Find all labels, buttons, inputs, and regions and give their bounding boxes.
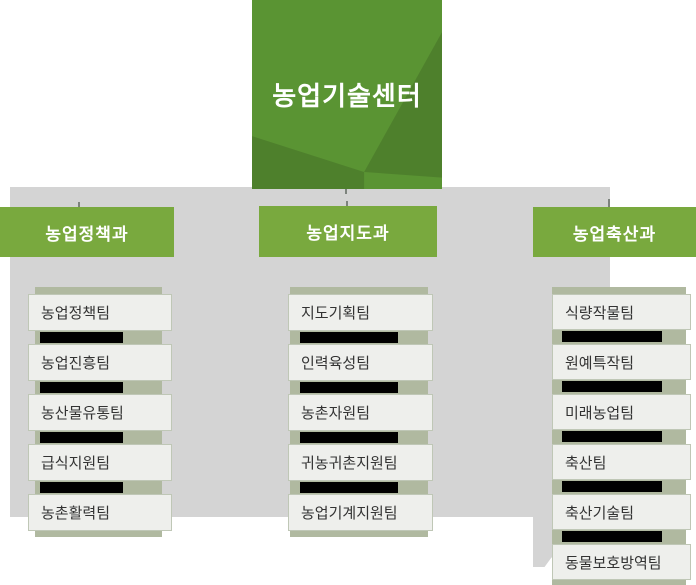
connector-stub [78, 202, 80, 207]
team-gap [288, 431, 433, 444]
redaction-bar [300, 382, 398, 393]
team-label: 귀농귀촌지원팀 [301, 455, 398, 472]
team-gap [28, 431, 172, 444]
redaction-bar [562, 381, 662, 392]
dept-name: 농업정책과 [45, 224, 129, 244]
team-box: 농업정책팀 [28, 294, 172, 331]
org-root-title: 농업기술센터 [272, 81, 422, 111]
team-box: 귀농귀촌지원팀 [288, 444, 433, 481]
team-gap [288, 481, 433, 494]
dept-name: 농업지도과 [306, 224, 390, 243]
redaction-bar [40, 382, 123, 393]
connector-stub [345, 189, 347, 194]
team-box: 동물보호방역팀 [552, 544, 691, 580]
team-label: 동물보호방역팀 [565, 554, 662, 572]
redaction-bar [40, 432, 123, 443]
team-label: 농업진흥팀 [41, 355, 111, 372]
team-gap [552, 330, 691, 344]
team-gap [288, 381, 433, 394]
team-box: 지도기획팀 [288, 294, 433, 331]
team-label: 인력육성팀 [301, 355, 371, 372]
team-label: 축산기술팀 [565, 504, 635, 522]
redaction-bar [300, 432, 398, 443]
team-label: 농업정책팀 [41, 305, 111, 322]
team-gap [552, 480, 691, 494]
team-box: 급식지원팀 [28, 444, 172, 481]
team-box: 식량작물팀 [552, 294, 691, 330]
team-box: 축산기술팀 [552, 494, 691, 530]
team-column-agri-policy: 농업정책팀 농업진흥팀 농산물유통팀 급식지원팀 농촌활력팀 [28, 287, 172, 537]
redaction-bar [562, 481, 662, 492]
team-gap [28, 381, 172, 394]
team-label: 식량작물팀 [565, 304, 635, 322]
team-box: 농촌자원팀 [288, 394, 433, 431]
connector-stub [608, 199, 610, 207]
team-column-agri-livestock: 식량작물팀 원예특작팀 미래농업팀 축산팀 축산기술팀 동물보호방역팀 [552, 287, 691, 585]
team-box: 원예특작팀 [552, 344, 691, 380]
team-box: 농업기계지원팀 [288, 494, 433, 531]
redaction-bar [300, 332, 398, 343]
dept-header-agri-policy: 농업정책과 [0, 207, 174, 257]
org-root-box: 농업기술센터 [252, 0, 442, 189]
team-gap [552, 530, 691, 544]
redaction-bar [562, 531, 662, 542]
team-label: 농산물유통팀 [41, 405, 124, 422]
team-gap [288, 331, 433, 344]
redaction-bar [562, 331, 662, 342]
team-gap [28, 481, 172, 494]
dept-header-agri-guidance: 농업지도과 [259, 206, 437, 257]
team-gap [28, 331, 172, 344]
team-label: 농촌자원팀 [301, 405, 371, 422]
team-box: 농촌활력팀 [28, 494, 172, 531]
redaction-bar [300, 482, 398, 493]
team-gap [552, 380, 691, 394]
team-label: 농업기계지원팀 [301, 505, 398, 522]
team-box: 농산물유통팀 [28, 394, 172, 431]
team-box: 인력육성팀 [288, 344, 433, 381]
team-box: 농업진흥팀 [28, 344, 172, 381]
connector-stub [346, 201, 348, 207]
dept-header-agri-livestock: 농업축산과 [533, 207, 696, 257]
redaction-bar [562, 431, 662, 442]
team-box: 미래농업팀 [552, 394, 691, 430]
team-label: 급식지원팀 [41, 455, 111, 472]
team-label: 원예특작팀 [565, 354, 635, 372]
redaction-bar [40, 332, 123, 343]
team-box: 축산팀 [552, 444, 691, 480]
team-label: 지도기획팀 [301, 305, 371, 322]
team-gap [552, 430, 691, 444]
dept-name: 농업축산과 [572, 224, 657, 244]
team-label: 농촌활력팀 [41, 505, 111, 522]
team-column-agri-guidance: 지도기획팀 인력육성팀 농촌자원팀 귀농귀촌지원팀 농업기계지원팀 [288, 287, 433, 537]
team-label: 미래농업팀 [565, 404, 635, 422]
redaction-bar [40, 482, 123, 493]
team-label: 축산팀 [565, 454, 607, 472]
